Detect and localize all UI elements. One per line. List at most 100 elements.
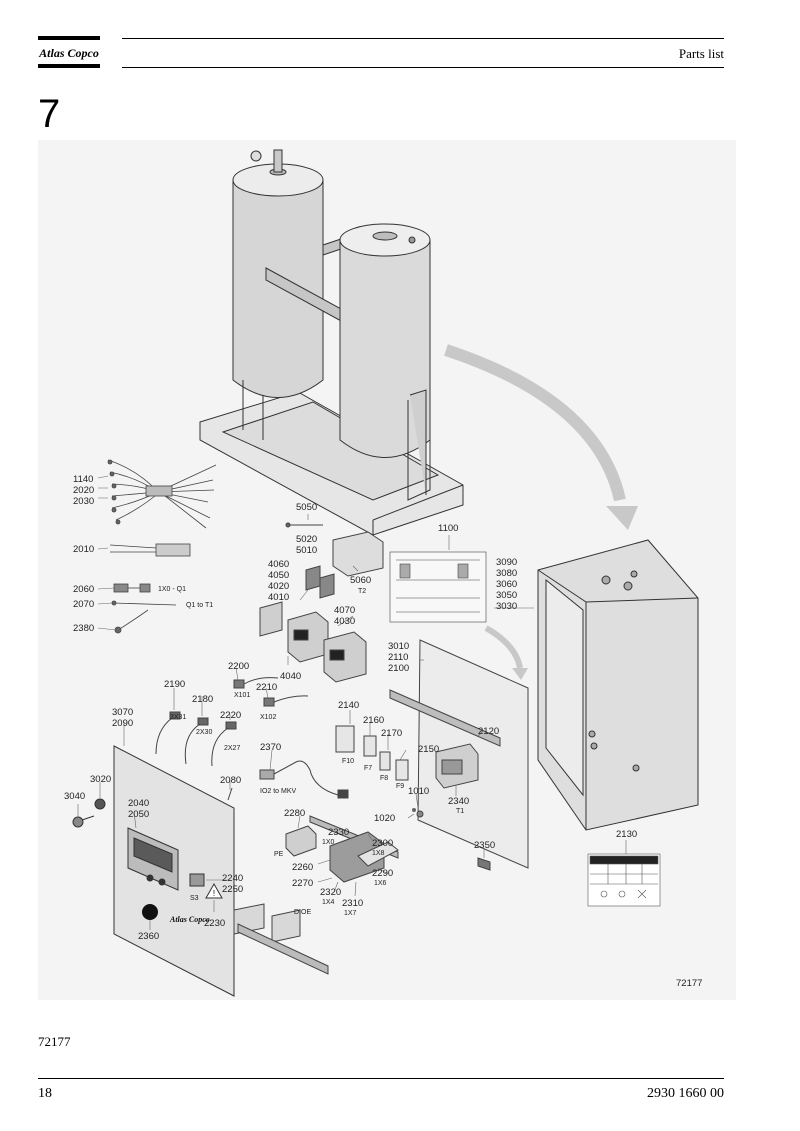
header-title: Parts list: [678, 46, 724, 61]
callout-2210: 2210: [256, 682, 277, 693]
callout-5060: 5060: [350, 575, 371, 586]
callout-3050: 3050: [496, 590, 517, 601]
connectors-x101-x102: [233, 677, 309, 707]
text-x102: X102: [260, 714, 276, 721]
callout-4060: 4060: [268, 559, 289, 570]
terminal-blocks: [285, 815, 399, 883]
callout-2140: 2140: [338, 700, 359, 711]
curved-arrow-icon: [444, 344, 626, 502]
data-plate-2130: [587, 853, 661, 907]
callout-2300: 2300: [372, 838, 393, 849]
cables-lower: [111, 583, 177, 634]
callout-4070: 4070: [334, 605, 355, 616]
callout-2280: 2280: [284, 808, 305, 819]
text-s3: S3: [190, 895, 199, 902]
callout-2070: 2070: [73, 599, 94, 610]
din-rail-2120: [389, 689, 501, 747]
callout-2020: 2020: [73, 485, 94, 496]
callout-2250: 2250: [222, 884, 243, 895]
callout-2030: 2030: [73, 496, 94, 507]
text-1x6: 1X6: [374, 880, 387, 887]
figure-reference: 72177: [38, 1034, 71, 1049]
door-logo-2360: Atlas Copco: [142, 904, 210, 924]
atlas-copco-logo: Atlas Copco: [38, 36, 100, 68]
text-2x27: 2X27: [224, 745, 240, 752]
callout-2090: 2090: [112, 718, 133, 729]
text-t1: T1: [456, 808, 464, 815]
text-1x4: 1X4: [322, 899, 335, 906]
component-5050: [285, 522, 323, 528]
callout-4010: 4010: [268, 592, 289, 603]
header-rule-bottom: [122, 67, 724, 68]
text-q1-to-t1: Q1 to T1: [186, 602, 213, 609]
text-f9: F9: [396, 783, 404, 790]
text-1x0-q1: 1X0 - Q1: [158, 586, 186, 593]
callout-1020: 1020: [374, 813, 395, 824]
text-1x8: 1X8: [372, 850, 385, 857]
callout-2190: 2190: [164, 679, 185, 690]
callout-2080: 2080: [220, 775, 241, 786]
callout-2380: 2380: [73, 623, 94, 634]
text-io2-to-mkv: IO2 to MKV: [260, 788, 297, 795]
text-pe: PE: [274, 851, 284, 858]
transformer-2340: [435, 743, 479, 789]
callout-2170: 2170: [381, 728, 402, 739]
text-f10: F10: [342, 758, 354, 765]
callout-2010: 2010: [73, 544, 94, 555]
electrical-panel-1100: [389, 551, 487, 623]
callout-5010: 5010: [296, 545, 317, 556]
callout-2330: 2330: [328, 827, 349, 838]
warning-sign-2230: !: [205, 882, 223, 899]
text-1x7: 1X7: [344, 910, 357, 917]
callout-2290: 2290: [372, 868, 393, 879]
callout-5050: 5050: [296, 502, 317, 513]
callout-2230: 2230: [204, 918, 225, 929]
text-x101: X101: [234, 692, 250, 699]
cable-2370: [259, 760, 349, 799]
callout-2360: 2360: [138, 931, 159, 942]
callout-2320: 2320: [320, 887, 341, 898]
text-f8: F8: [380, 775, 388, 782]
text-3x31: 3X31: [170, 714, 186, 721]
callout-2110: 2110: [388, 652, 408, 663]
callout-2240: 2240: [222, 873, 243, 884]
callout-4030: 4030: [334, 616, 355, 627]
callout-2220: 2220: [220, 710, 241, 721]
callout-3010: 3010: [388, 641, 409, 652]
text-f7: F7: [364, 765, 372, 772]
text-t2: T2: [358, 588, 366, 595]
circuit-breakers: [335, 725, 409, 781]
exploded-parts-drawing: ! Atlas Copco: [38, 140, 736, 1000]
callout-1100: 1100: [438, 523, 458, 534]
section-number: 7: [38, 92, 61, 136]
component-5060-transformer: [332, 531, 384, 577]
drawing-id: 72177: [676, 978, 702, 989]
text-1x0: 1X0: [322, 839, 335, 846]
callout-2350: 2350: [474, 840, 495, 851]
callout-5020: 5020: [296, 534, 317, 545]
logo-text: Atlas Copco: [38, 46, 99, 60]
dioe-module: [233, 903, 329, 975]
callout-2150: 2150: [418, 744, 439, 755]
text-2x30: 2X30: [196, 729, 212, 736]
component-contactors: [259, 601, 367, 683]
callout-4050: 4050: [268, 570, 289, 581]
callout-2370: 2370: [260, 742, 281, 753]
callout-2060: 2060: [73, 584, 94, 595]
component-4010-brackets: [305, 565, 335, 599]
callout-2310: 2310: [342, 898, 363, 909]
callout-4040: 4040: [280, 671, 301, 682]
cabinet-enclosure: [537, 539, 699, 831]
callout-2130: 2130: [616, 829, 637, 840]
document-number: 2930 1660 00: [647, 1086, 724, 1101]
harness-2010: [109, 543, 191, 557]
callout-3020: 3020: [90, 774, 111, 785]
callout-3090: 3090: [496, 557, 517, 568]
callout-3060: 3060: [496, 579, 517, 590]
callout-4020: 4020: [268, 581, 289, 592]
footer-rule: [38, 1078, 724, 1079]
callout-2160: 2160: [363, 715, 384, 726]
cables-2190-2180-2220: [155, 711, 237, 767]
callout-2100: 2100: [388, 663, 409, 674]
callout-2050: 2050: [128, 809, 149, 820]
